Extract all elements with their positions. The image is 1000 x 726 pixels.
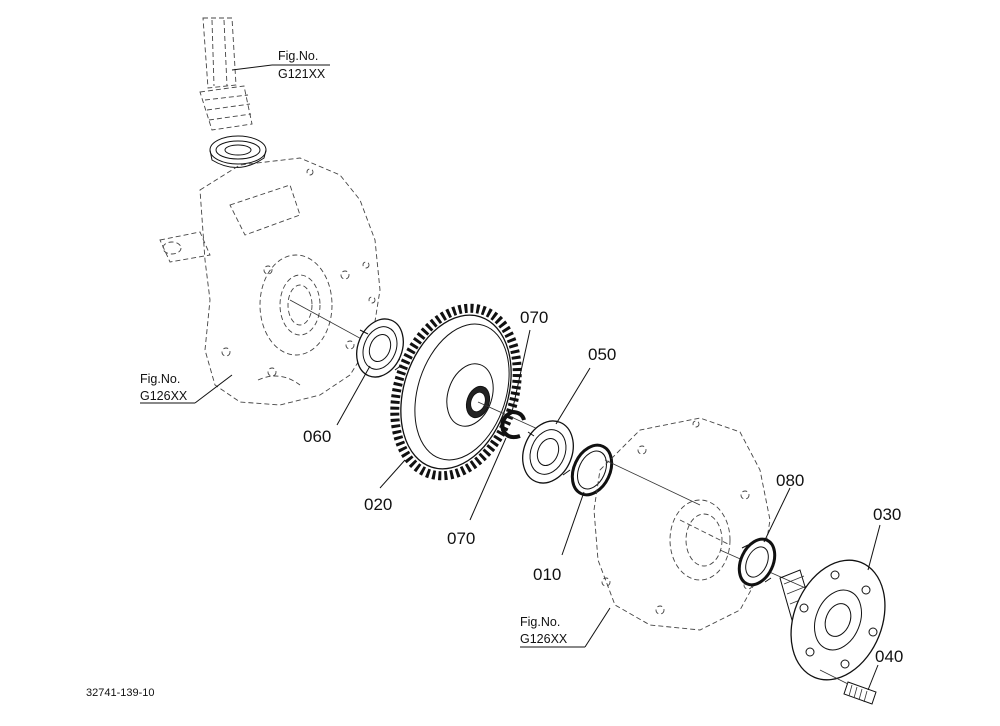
part-020-bevel-gear: [390, 303, 541, 481]
label-part-050: 050: [588, 345, 616, 364]
part-040-stud-bolt: [819, 669, 877, 705]
label-part-030: 030: [873, 505, 901, 524]
label-part-070-bottom: 070: [447, 529, 475, 548]
fig-ref-left: Fig.No. G126XX: [140, 372, 188, 403]
fig-ref-top-line2: G121XX: [278, 67, 326, 81]
label-part-070-top: 070: [520, 308, 548, 327]
part-010-shim: [570, 443, 701, 506]
part-080-oil-seal: [737, 537, 777, 587]
leader-lines: [140, 64, 881, 691]
label-part-010: 010: [533, 565, 561, 584]
pinion-bearing: [209, 135, 267, 168]
fig-ref-left-line2: G126XX: [140, 389, 188, 403]
cover-plate: [593, 417, 811, 631]
label-part-080: 080: [776, 471, 804, 490]
fig-ref-bottom-line2: G126XX: [520, 632, 568, 646]
drive-shaft-pinion: [199, 17, 253, 131]
fig-ref-top: Fig.No. G121XX: [278, 49, 326, 81]
part-050-bearing: [522, 420, 574, 484]
part-060-bearing: [356, 318, 404, 378]
label-part-060: 060: [303, 427, 331, 446]
part-070-circlip: [500, 410, 526, 440]
fig-ref-top-line1: Fig.No.: [278, 49, 318, 63]
gear-housing: [159, 157, 401, 406]
part-030-axle-flange: [779, 559, 886, 681]
fig-ref-bottom: Fig.No. G126XX: [520, 615, 568, 646]
fig-ref-bottom-line1: Fig.No.: [520, 615, 560, 629]
document-number: 32741-139-10: [86, 687, 155, 699]
label-part-040: 040: [875, 647, 903, 666]
fig-ref-left-line1: Fig.No.: [140, 372, 180, 386]
label-part-020: 020: [364, 495, 392, 514]
